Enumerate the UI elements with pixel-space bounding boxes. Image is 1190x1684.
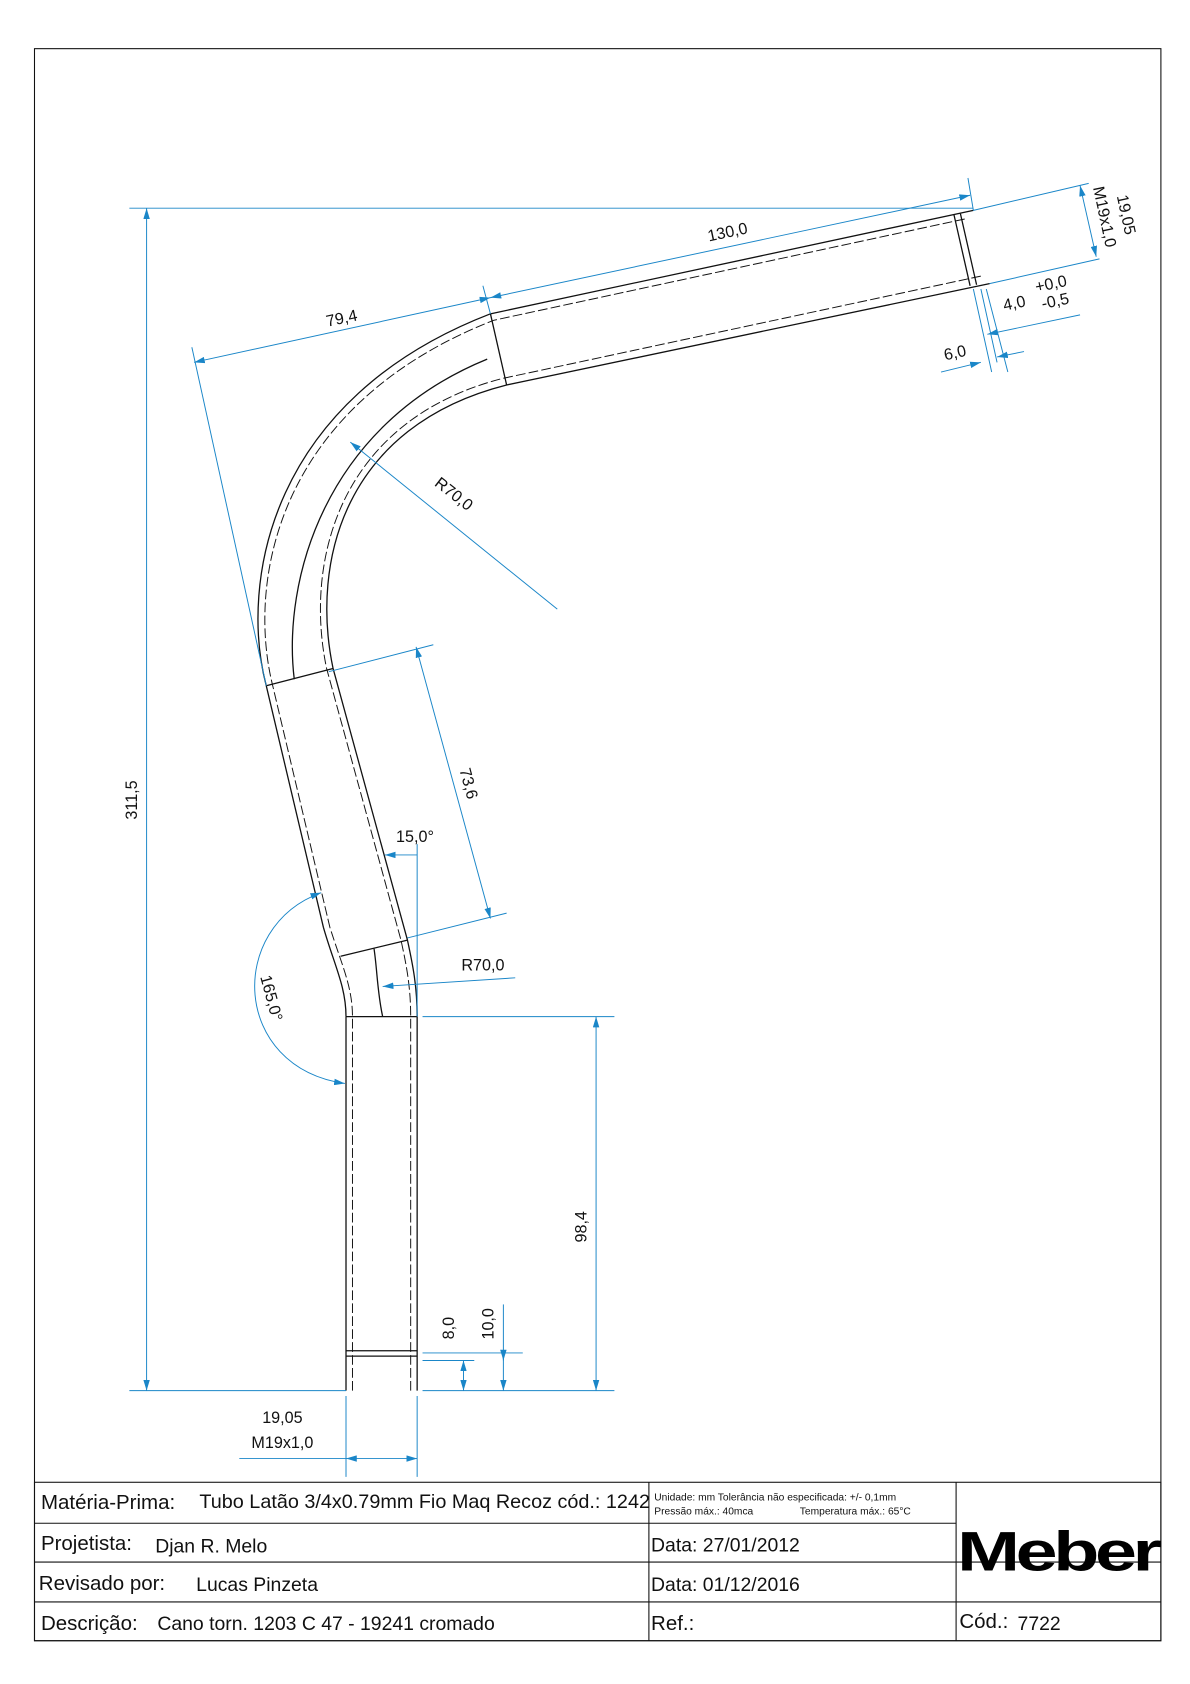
- dim-upper-radius: R70,0: [431, 474, 476, 515]
- revisado-value: Lucas Pinzeta: [196, 1574, 318, 1596]
- dim-angle-165: 165,0°: [256, 973, 286, 1023]
- projetista-value: Djan R. Melo: [155, 1535, 267, 1557]
- data-created: Data: 27/01/2012: [651, 1534, 800, 1556]
- data-revised: Data: 01/12/2016: [651, 1574, 800, 1596]
- pipe-outline: [257, 209, 990, 1391]
- projetista-label: Projetista:: [41, 1532, 132, 1555]
- dim-bottom-diameter: 19,05: [262, 1409, 302, 1427]
- descricao-value: Cano torn. 1203 C 47 - 19241 cromado: [157, 1613, 494, 1635]
- dim-middle-length: 73,6: [456, 766, 482, 801]
- title-block: Matéria-Prima: Tubo Latão 3/4x0.79mm Fio…: [33, 1481, 1164, 1642]
- materia-value: Tubo Latão 3/4x0.79mm Fio Maq Recoz cód.…: [199, 1491, 650, 1513]
- ref-label: Ref.:: [651, 1612, 694, 1635]
- notes-line1: Unidade: mm Tolerância não especificada:…: [654, 1493, 896, 1504]
- dim-lower-length: 98,4: [572, 1211, 590, 1242]
- cod-value: 7722: [1018, 1613, 1061, 1635]
- descricao-label: Descrição:: [41, 1612, 138, 1635]
- dim-angle-15: 15,0°: [396, 828, 434, 846]
- dimension-labels: 311,5 130,0 79,4 R70,0 73,6 15,0° 165,0°…: [123, 185, 1139, 1452]
- dimension-lines: [129, 177, 1100, 1477]
- dim-bottom-thread: M19x1,0: [251, 1434, 313, 1452]
- dim-top-len-6: 6,0: [942, 342, 968, 364]
- sheet-border: [33, 48, 1162, 1642]
- materia-label: Matéria-Prima:: [41, 1491, 175, 1514]
- dim-overall-height: 311,5: [123, 780, 141, 819]
- cod-label: Cód.:: [959, 1610, 1008, 1633]
- dim-thread-10: 10,0: [480, 1308, 498, 1339]
- dim-top-tol-base: 4,0: [1001, 292, 1027, 314]
- dim-top-tol-minus: -0,5: [1040, 290, 1071, 313]
- meber-logo: Meber: [957, 1520, 1161, 1583]
- dim-thread-8: 8,0: [440, 1317, 458, 1339]
- notes-pressure: Pressão máx.: 40mca: [654, 1507, 753, 1518]
- dim-top-thread: M19x1,0: [1089, 185, 1119, 249]
- revisado-label: Revisado por:: [39, 1572, 165, 1595]
- dim-lower-radius: R70,0: [461, 956, 504, 974]
- notes-temperature: Temperatura máx.: 65°C: [800, 1507, 911, 1518]
- dim-upper-length: 130,0: [706, 219, 749, 245]
